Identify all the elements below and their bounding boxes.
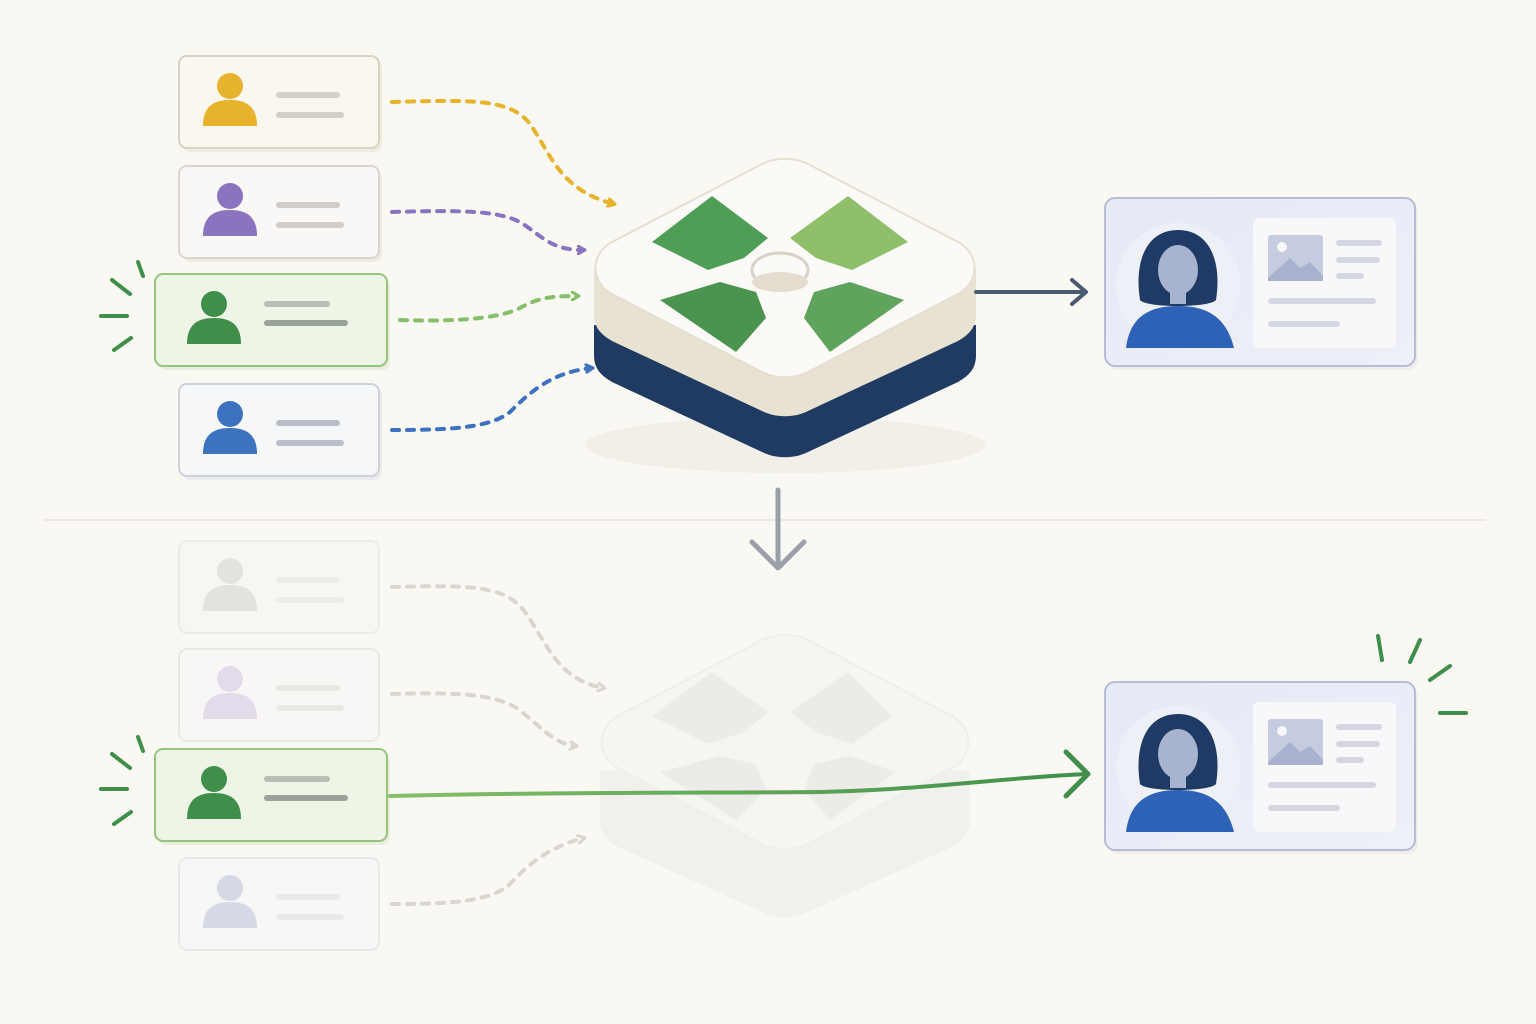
faded-connectors	[390, 584, 604, 906]
highlight-rays-icon	[99, 260, 145, 352]
top-section	[99, 55, 1418, 480]
user-card-yellow[interactable]	[178, 55, 382, 152]
output-arrow	[974, 278, 1088, 306]
connector-blue	[390, 368, 592, 432]
direct-link-arrow	[388, 772, 1088, 798]
green-puzzle-cross-icon	[652, 196, 908, 352]
highlight-rays-icon	[1376, 634, 1468, 715]
image-placeholder-icon	[1268, 235, 1323, 281]
user-card-green-selected[interactable]	[99, 735, 390, 845]
profile-text-lines	[1268, 724, 1382, 811]
connector-green	[398, 296, 578, 323]
user-card-purple-faded	[178, 648, 380, 742]
hub-block	[585, 157, 985, 473]
arrow-down-icon	[749, 487, 807, 571]
text-placeholder-lines	[264, 776, 348, 801]
profile-card-selected[interactable]	[1104, 634, 1468, 854]
bottom-section	[99, 540, 1468, 951]
highlight-rays-icon	[99, 735, 145, 826]
woman-avatar-icon	[1116, 706, 1240, 832]
direct-link-arrowhead	[1063, 749, 1091, 799]
hub-block-faded	[600, 633, 970, 918]
user-card-blue[interactable]	[178, 383, 382, 480]
user-card-green[interactable]	[99, 260, 390, 370]
user-card-purple[interactable]	[178, 165, 382, 262]
user-card-yellow-faded	[178, 540, 380, 634]
user-card-blue-faded	[178, 857, 380, 951]
profile-text-lines	[1268, 240, 1382, 327]
woman-avatar-icon	[1116, 223, 1240, 348]
text-placeholder-lines	[264, 301, 348, 326]
connector-purple	[390, 209, 584, 250]
connector-yellow	[390, 98, 614, 204]
image-placeholder-icon	[1268, 719, 1323, 765]
profile-card[interactable]	[1104, 197, 1418, 370]
